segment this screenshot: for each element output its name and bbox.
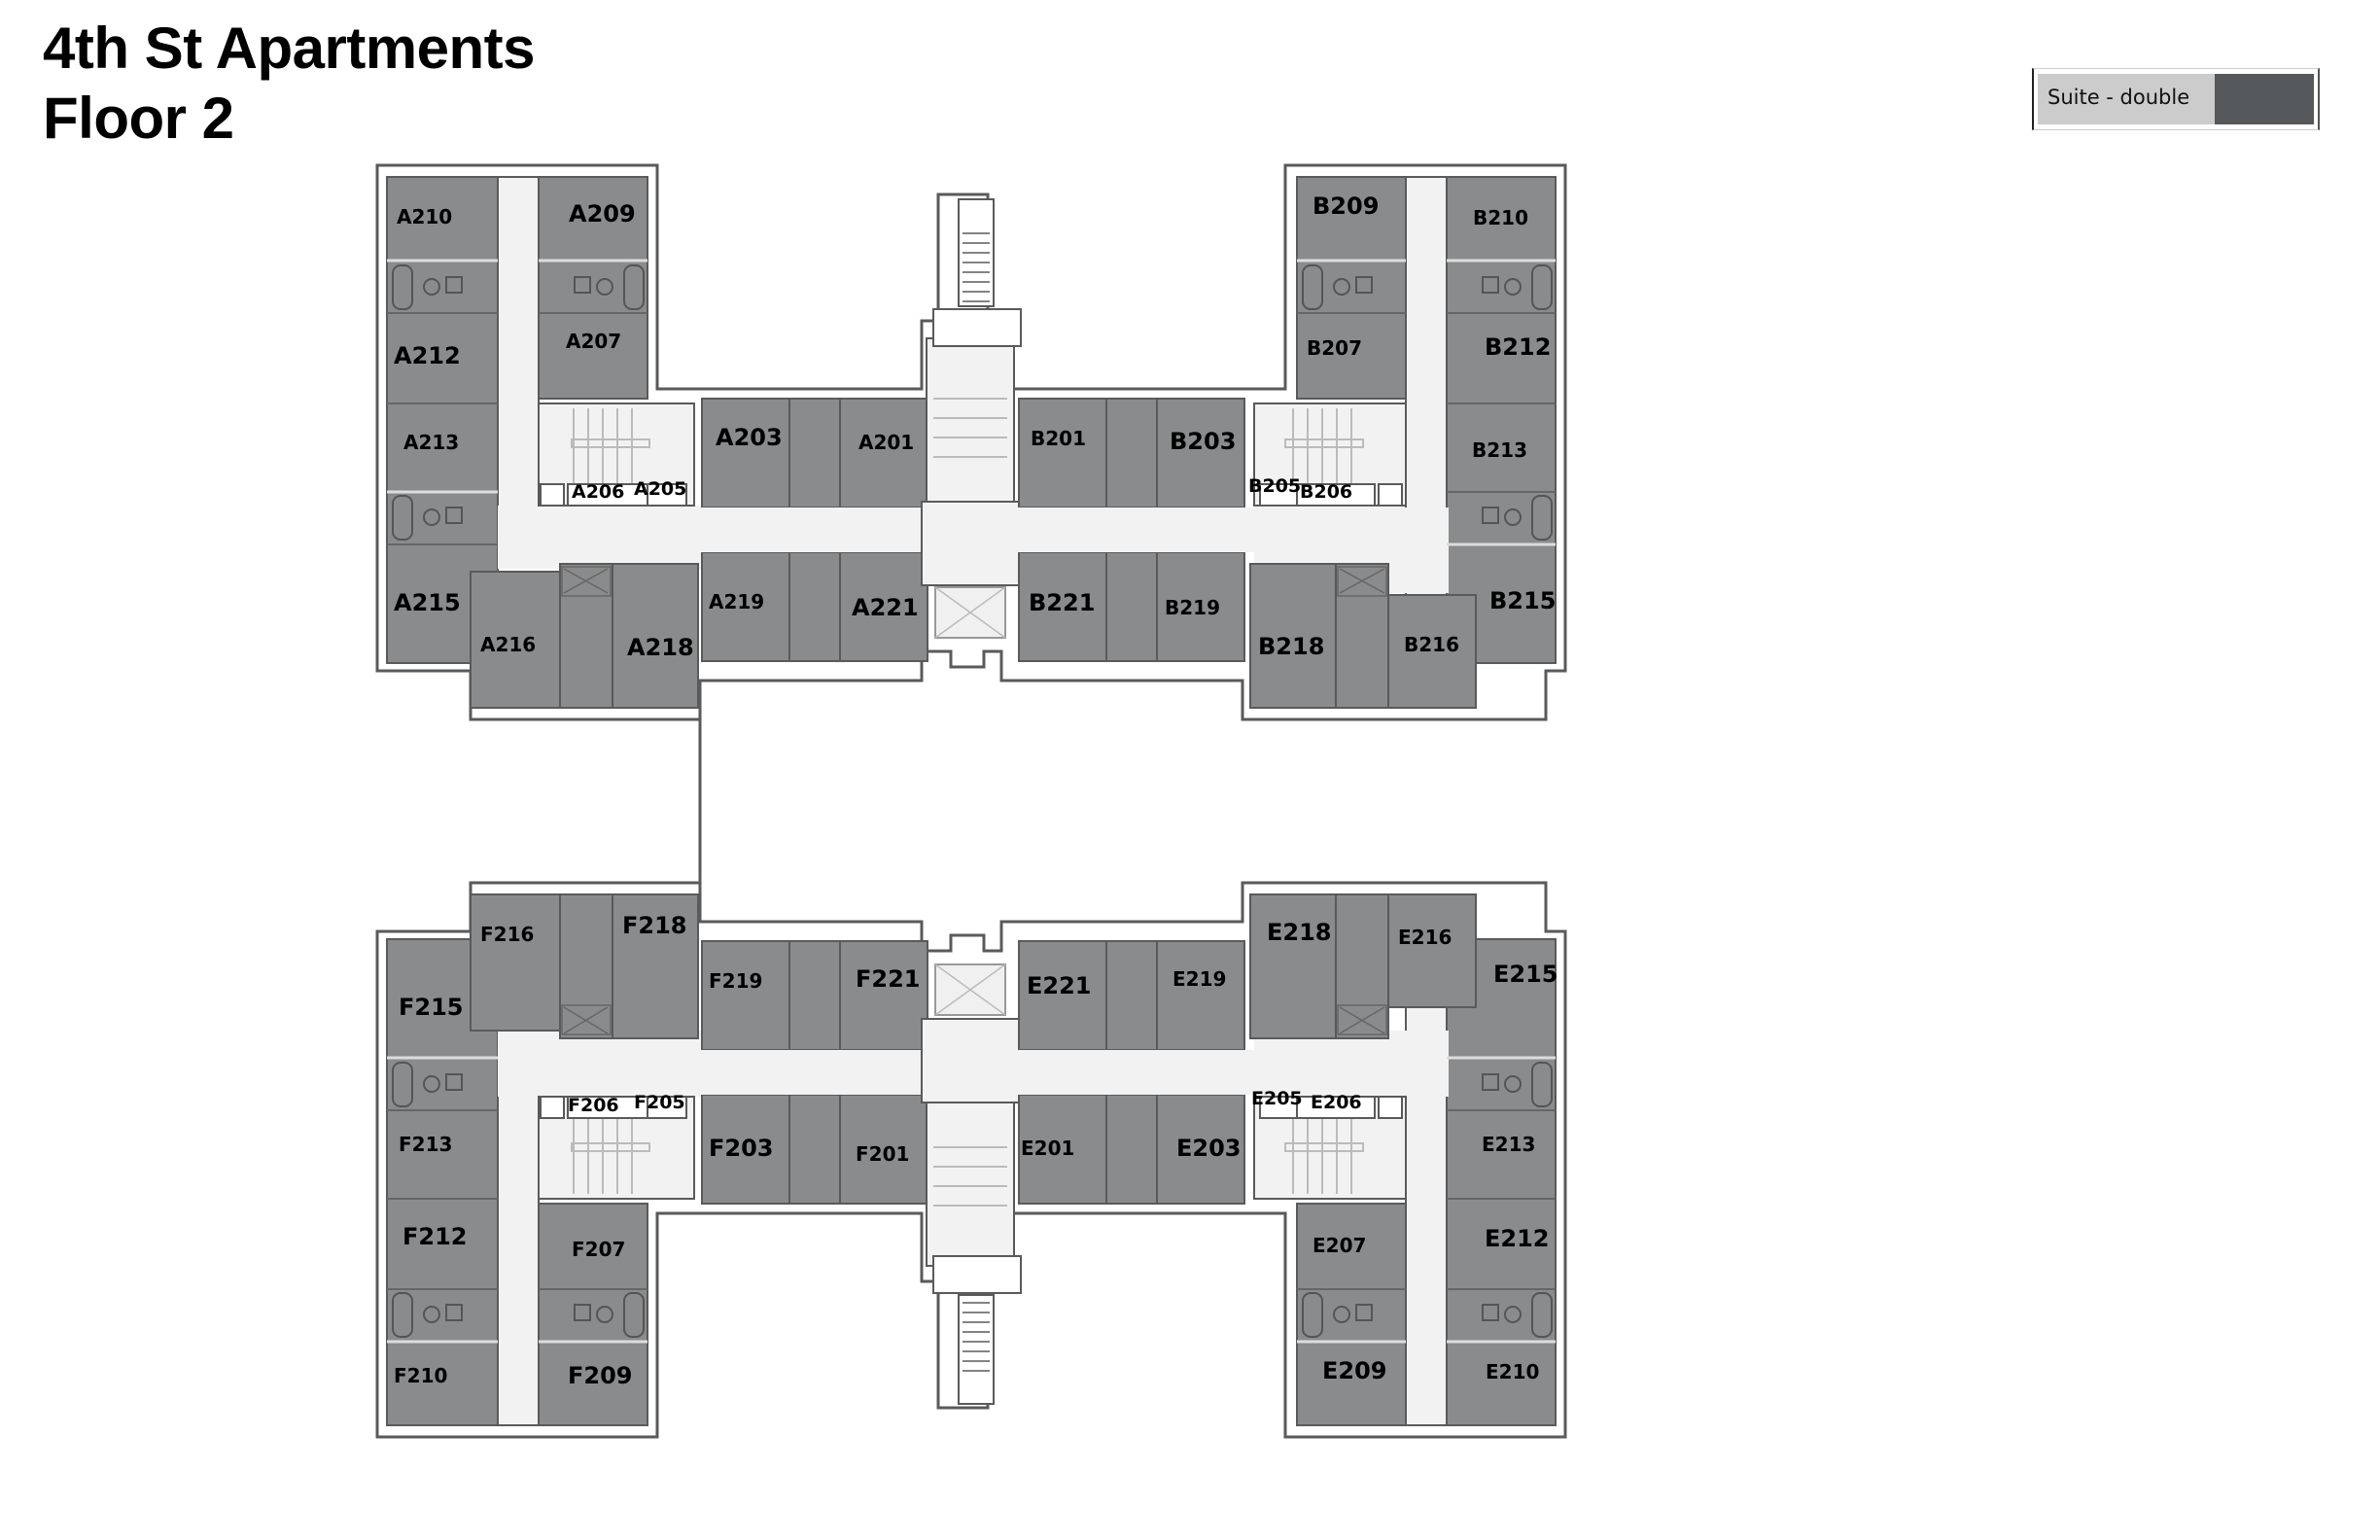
wing-b-east-rooms xyxy=(1446,176,1557,664)
room-f212[interactable]: F212 xyxy=(402,1223,468,1250)
legend-item-label: Suite - double xyxy=(2038,74,2215,124)
wing-e xyxy=(1011,893,1557,1426)
south-core xyxy=(921,963,1022,1405)
south-building xyxy=(375,881,1567,1439)
south-lobby xyxy=(921,1018,1020,1103)
room-b219[interactable]: B219 xyxy=(1165,596,1220,619)
room-b205[interactable]: B205 xyxy=(1248,475,1301,497)
room-a219[interactable]: A219 xyxy=(709,590,764,613)
room-f221[interactable]: F221 xyxy=(856,965,921,993)
room-f203[interactable]: F203 xyxy=(709,1135,774,1162)
room-e207[interactable]: E207 xyxy=(1312,1234,1366,1257)
room-a210[interactable]: A210 xyxy=(397,205,452,228)
room-e215[interactable]: E215 xyxy=(1493,961,1558,988)
closet-f205 xyxy=(647,1096,687,1119)
room-f216[interactable]: F216 xyxy=(480,923,534,946)
north-building xyxy=(375,163,1567,721)
legend-color-swatch xyxy=(2215,74,2314,124)
wing-b-west-rooms xyxy=(1296,176,1407,400)
room-a203[interactable]: A203 xyxy=(716,424,783,451)
wing-f-east-rooms xyxy=(538,1203,648,1426)
room-b215[interactable]: B215 xyxy=(1489,587,1556,614)
room-f205[interactable]: F205 xyxy=(634,1092,685,1113)
room-f219[interactable]: F219 xyxy=(709,969,762,993)
room-b210[interactable]: B210 xyxy=(1473,206,1528,229)
building-name: 4th St Apartments xyxy=(43,16,536,81)
room-a207[interactable]: A207 xyxy=(566,330,621,353)
room-e205[interactable]: E205 xyxy=(1251,1088,1303,1109)
wing-a-corridor xyxy=(497,176,540,567)
room-f201[interactable]: F201 xyxy=(856,1142,909,1166)
room-e206[interactable]: E206 xyxy=(1311,1092,1362,1113)
room-a215[interactable]: A215 xyxy=(394,589,461,616)
room-a206[interactable]: A206 xyxy=(572,481,624,503)
closet-e206 xyxy=(1296,1096,1376,1119)
room-a213[interactable]: A213 xyxy=(403,431,459,454)
room-b213[interactable]: B213 xyxy=(1472,438,1527,462)
room-e216[interactable]: E216 xyxy=(1398,926,1452,949)
room-e212[interactable]: E212 xyxy=(1485,1225,1550,1252)
room-b201[interactable]: B201 xyxy=(1031,427,1086,450)
floor-name: Floor 2 xyxy=(43,86,234,151)
room-f209[interactable]: F209 xyxy=(568,1362,633,1389)
room-e219[interactable]: E219 xyxy=(1172,967,1226,991)
room-e221[interactable]: E221 xyxy=(1027,972,1092,999)
room-e210[interactable]: E210 xyxy=(1486,1360,1539,1383)
north-stair xyxy=(926,337,1015,503)
room-b221[interactable]: B221 xyxy=(1029,589,1095,616)
page-title: 4th St Apartments Floor 2 xyxy=(43,14,536,154)
wing-e-east-rooms xyxy=(1446,938,1557,1426)
closet-a205 xyxy=(647,483,687,507)
legend: Suite - double xyxy=(2032,68,2320,130)
south-exterior-stair xyxy=(958,1294,995,1405)
north-core xyxy=(921,198,1022,639)
room-f206[interactable]: F206 xyxy=(568,1095,619,1116)
room-a221[interactable]: A221 xyxy=(852,594,919,621)
room-b207[interactable]: B207 xyxy=(1307,336,1362,360)
room-a201[interactable]: A201 xyxy=(858,431,914,454)
closet-b206 xyxy=(1296,483,1376,507)
room-f218[interactable]: F218 xyxy=(622,912,687,939)
wing-a-east-rooms xyxy=(538,176,648,400)
room-a218[interactable]: A218 xyxy=(627,634,694,661)
wing-f xyxy=(386,893,935,1426)
room-b206[interactable]: B206 xyxy=(1300,481,1352,503)
room-f215[interactable]: F215 xyxy=(399,994,464,1021)
wing-b xyxy=(1011,176,1557,709)
north-lobby xyxy=(921,501,1020,586)
room-e213[interactable]: E213 xyxy=(1482,1133,1535,1156)
room-b209[interactable]: B209 xyxy=(1312,192,1379,220)
room-e209[interactable]: E209 xyxy=(1322,1357,1387,1384)
room-b212[interactable]: B212 xyxy=(1485,333,1551,361)
room-b218[interactable]: B218 xyxy=(1258,633,1324,660)
south-stair xyxy=(926,1102,1015,1267)
wing-a xyxy=(386,176,935,709)
room-b216[interactable]: B216 xyxy=(1404,633,1459,656)
wing-e-west-rooms xyxy=(1296,1203,1407,1426)
room-a205[interactable]: A205 xyxy=(634,478,686,500)
room-a212[interactable]: A212 xyxy=(394,342,461,369)
room-a216[interactable]: A216 xyxy=(480,633,536,656)
room-e201[interactable]: E201 xyxy=(1021,1137,1074,1160)
room-f213[interactable]: F213 xyxy=(399,1133,452,1156)
room-f207[interactable]: F207 xyxy=(572,1238,625,1261)
room-e218[interactable]: E218 xyxy=(1267,919,1332,946)
room-e203[interactable]: E203 xyxy=(1176,1135,1242,1162)
room-b203[interactable]: B203 xyxy=(1170,428,1236,455)
room-f210[interactable]: F210 xyxy=(394,1364,447,1387)
room-a209[interactable]: A209 xyxy=(569,200,636,228)
